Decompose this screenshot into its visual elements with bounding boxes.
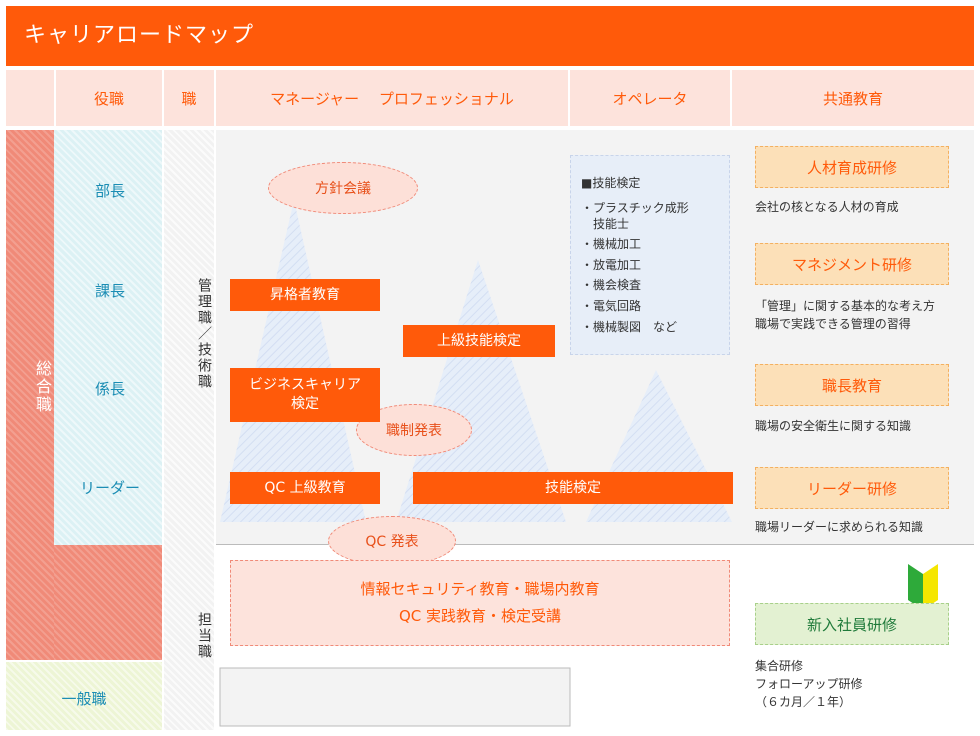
- qc-presentation-oval: QC 発表: [328, 516, 456, 566]
- header-blank-cell: [6, 70, 54, 126]
- training-leader-desc: 職場リーダーに求められる知識: [755, 520, 924, 534]
- skill-test-panel: ■技能検定 ・プラスチック成形 技能士 ・機械加工 ・放電加工 ・機会検査 ・電…: [570, 155, 730, 355]
- training-jinzai-desc: 会社の核となる人材の育成: [755, 200, 899, 214]
- sogoshoku-charge-area: [54, 545, 162, 660]
- skill-item: ・機械製図 など: [581, 319, 678, 334]
- general-education-box: 情報セキュリティ教育・職場内教育 QC 実践教育・検定受講: [230, 560, 730, 646]
- skill-item: ・プラスチック成形 技能士: [581, 201, 689, 231]
- training-new-employee: 新入社員研修: [755, 603, 949, 645]
- training-leader: リーダー研修: [755, 467, 949, 509]
- qc-advanced-education-box: QC 上級教育: [230, 472, 380, 504]
- ippanshoku-area: [6, 662, 162, 730]
- sogoshoku-column: [6, 130, 54, 660]
- skill-panel-title: ■技能検定: [581, 176, 641, 190]
- policy-meeting-oval: 方針会議: [268, 162, 418, 214]
- job-charge-label: 担当職: [196, 612, 212, 660]
- skill-item: ・機械加工: [581, 237, 642, 252]
- job-column: [164, 130, 214, 730]
- header-role: 役職: [56, 70, 162, 126]
- skill-item: ・電気回路: [581, 298, 642, 313]
- header-job: 職: [164, 70, 214, 126]
- business-career-test-box: ビジネスキャリア 検定: [230, 368, 380, 422]
- mountain-left: [220, 200, 366, 522]
- section-divider: [216, 544, 974, 545]
- job-management-label: 管理職／技術職: [196, 278, 212, 390]
- skill-test-box: 技能検定: [413, 472, 733, 504]
- header-track-operator: オペレータ: [570, 70, 730, 126]
- skill-item: ・放電加工: [581, 257, 642, 272]
- training-foreman-desc: 職場の安全衛生に関する知識: [755, 419, 912, 433]
- rank-leader: リーダー: [79, 479, 140, 497]
- advanced-skill-test-box: 上級技能検定: [403, 325, 555, 357]
- general-education-line1: 情報セキュリティ教育・職場内教育: [360, 580, 600, 598]
- floor-outline: [219, 667, 571, 727]
- beginner-mark-icon: [908, 564, 938, 610]
- rank-column: [54, 130, 162, 545]
- general-education-line2: QC 実践教育・検定受講: [398, 607, 562, 625]
- skill-item: ・機会検査: [581, 278, 642, 293]
- training-new-employee-desc: 集合研修 フォローアップ研修 （６カ月／１年）: [755, 659, 863, 709]
- training-management-desc: 「管理」に関する基本的な考え方 職場で実践できる管理の習得: [755, 299, 936, 331]
- ippanshoku-label: 一般職: [61, 690, 107, 708]
- header-track-manager-professional: マネージャー プロフェッショナル: [216, 70, 568, 126]
- skill-panel-list: ・プラスチック成形 技能士 ・機械加工 ・放電加工 ・機会検査 ・電気回路 ・機…: [581, 201, 719, 335]
- sogoshoku-label: 総合職: [33, 360, 52, 414]
- mountain-center: [396, 260, 566, 522]
- training-foreman: 職長教育: [755, 364, 949, 406]
- header-common-education: 共通教育: [732, 70, 974, 126]
- page-title: キャリアロードマップ: [6, 6, 974, 66]
- rank-kacho: 課長: [94, 282, 125, 300]
- training-jinzai: 人材育成研修: [755, 146, 949, 188]
- rank-bucho: 部長: [94, 182, 125, 200]
- training-management: マネジメント研修: [755, 243, 949, 285]
- promotion-education-box: 昇格者教育: [230, 279, 380, 311]
- rank-kakaricho: 係長: [94, 380, 125, 398]
